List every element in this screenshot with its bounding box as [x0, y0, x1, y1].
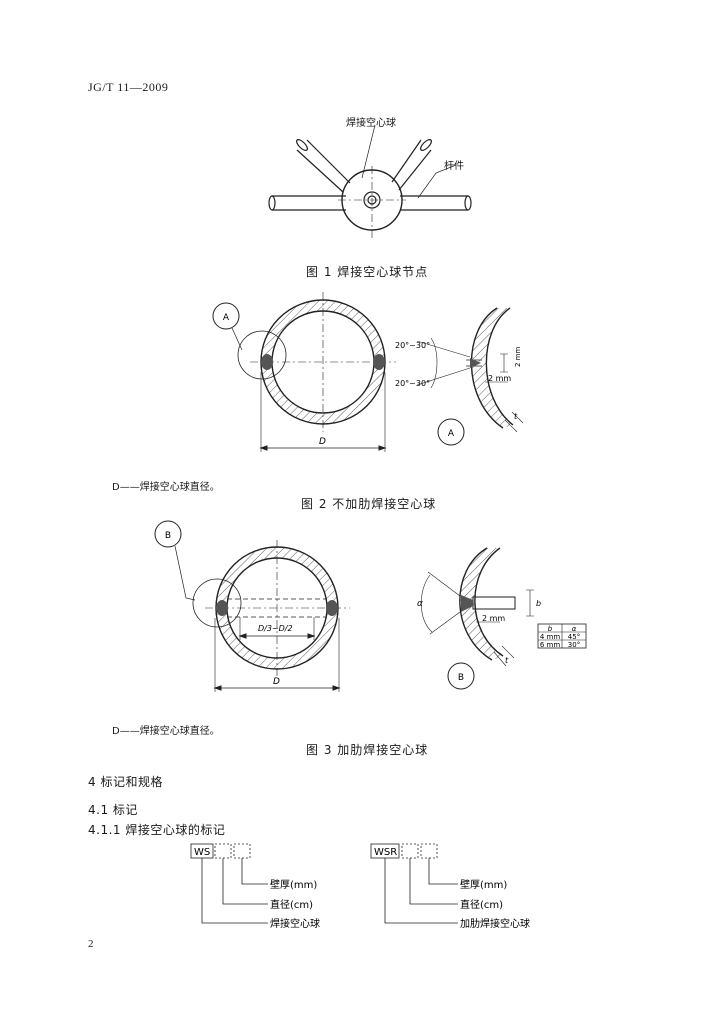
fig3-thickness: t	[505, 656, 509, 665]
marking-code-wsr: WSR	[374, 847, 397, 858]
marking-code-ws: WS	[194, 847, 210, 858]
fig3-rib-range: D/3~D/2	[258, 624, 293, 633]
standard-code: JG/T 11—2009	[88, 80, 169, 94]
section-4-1-title: 4.1 标记	[88, 803, 138, 817]
fig3-alpha: α	[417, 599, 423, 609]
marking-left-item: 壁厚(mm)	[270, 878, 317, 891]
fig2-gap: 2 mm	[488, 374, 511, 383]
figure-1-caption: 图 1 焊接空心球节点	[306, 265, 429, 279]
marking-right-item: 壁厚(mm)	[460, 878, 507, 891]
marking-left-item: 直径(cm)	[270, 898, 313, 911]
section-4-title: 4 标记和规格	[88, 775, 163, 789]
fig3-note: D——焊接空心球直径。	[112, 726, 220, 737]
marking-left-item: 焊接空心球	[270, 917, 320, 930]
fig3-dim-d: D	[273, 677, 280, 687]
figure-2-caption: 图 2 不加肋焊接空心球	[301, 497, 437, 511]
marking-right-item: 直径(cm)	[460, 898, 503, 911]
marking-right-item: 加肋焊接空心球	[460, 917, 530, 930]
fig2-gap-vertical: 2 mm	[514, 347, 522, 367]
page-number: 2	[88, 938, 94, 950]
table-cell: 6 mm	[540, 641, 560, 649]
fig2-callout-a: A	[223, 313, 230, 323]
section-4-1-1-title: 4.1.1 焊接空心球的标记	[88, 823, 226, 837]
table-cell: 4 mm	[540, 633, 560, 641]
table-header-alpha: α	[572, 625, 577, 633]
table-cell: 45°	[568, 633, 580, 641]
fig3-b: b	[536, 599, 541, 608]
fig2-angle-bottom: 20°~30°	[395, 379, 430, 388]
fig2-dim-d: D	[319, 437, 326, 447]
fig2-angle-top: 20°~30°	[395, 341, 430, 350]
table-cell: 30°	[568, 641, 580, 649]
table-header-b: b	[548, 625, 553, 633]
fig1-label-rod: 杆件	[444, 161, 464, 172]
fig3-gap: 2 mm	[482, 614, 505, 623]
fig2-thickness: t	[514, 412, 518, 421]
fig1-label-ball: 焊接空心球	[346, 118, 396, 129]
fig2-note: D——焊接空心球直径。	[112, 482, 220, 493]
figure-3-caption: 图 3 加肋焊接空心球	[306, 743, 429, 757]
fig3-detail-b: B	[458, 673, 464, 683]
fig2-detail-a: A	[448, 429, 455, 439]
fig3-callout-b: B	[165, 531, 171, 541]
